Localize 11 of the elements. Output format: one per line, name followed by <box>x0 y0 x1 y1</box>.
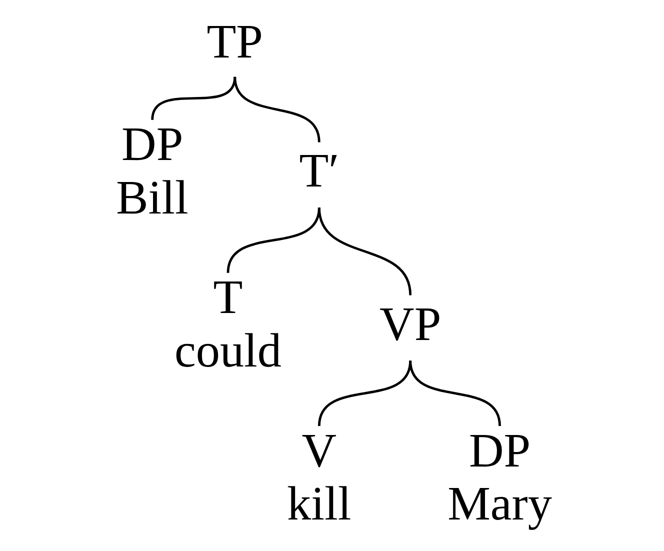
connector <box>233 76 320 142</box>
node-text: TP <box>206 16 262 69</box>
node-text: T could <box>174 271 282 378</box>
node-text: V kill <box>286 424 351 531</box>
connector <box>317 207 412 296</box>
connector <box>408 360 500 426</box>
connector <box>150 76 236 120</box>
node-text: VP <box>379 298 441 351</box>
node-text: T′ <box>298 144 339 198</box>
node-text: DP Mary <box>447 424 552 531</box>
node-text: DP Bill <box>116 118 188 224</box>
